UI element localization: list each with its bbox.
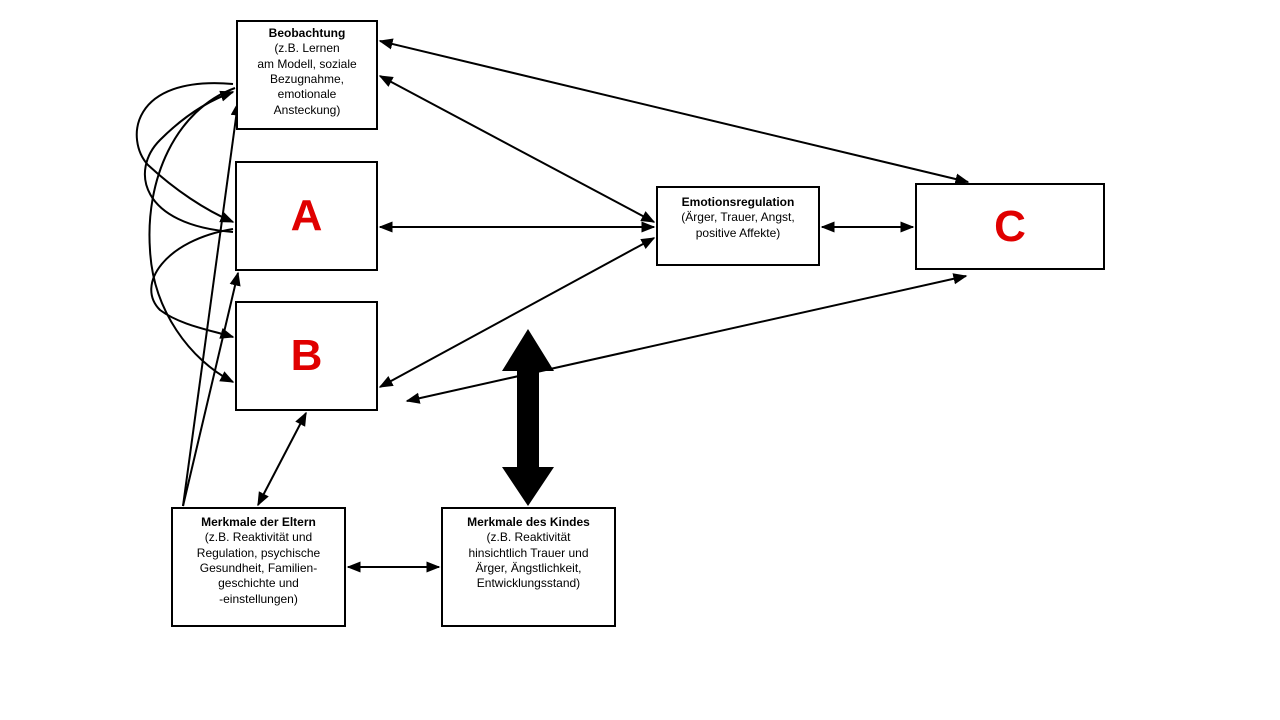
node-beobachtung: Beobachtung (z.B. Lernen am Modell, sozi… [236, 20, 378, 130]
node-emotionsregulation: Emotionsregulation (Ärger, Trauer, Angst… [656, 186, 820, 266]
node-c: C [915, 183, 1105, 270]
node-merkmale-eltern: Merkmale der Eltern (z.B. Reaktivität un… [171, 507, 346, 627]
node-merkmale-eltern-title: Merkmale der Eltern [201, 515, 316, 529]
node-emotionsregulation-desc: (Ärger, Trauer, Angst, positive Affekte) [681, 210, 795, 240]
arrow-eltern-b [257, 411, 307, 507]
node-merkmale-kind-title: Merkmale des Kindes [467, 515, 590, 529]
node-beobachtung-desc: (z.B. Lernen am Modell, soziale Bezugnah… [257, 41, 357, 117]
big-double-arrow [502, 329, 554, 506]
node-merkmale-eltern-desc: (z.B. Reaktivität und Regulation, psychi… [196, 530, 321, 606]
node-a: A [235, 161, 378, 271]
arrow-c-free [405, 273, 968, 404]
arrow-beobachtung-emotion [378, 75, 656, 223]
node-b-letter: B [290, 330, 323, 380]
node-b: B [235, 301, 378, 411]
arrow-eltern-a [182, 271, 241, 507]
arc-a-beobachtung-inner [144, 90, 235, 233]
arrow-beobachtung-c [378, 38, 970, 185]
node-emotionsregulation-title: Emotionsregulation [681, 195, 795, 209]
arrow-eltern-beobachtung [182, 101, 242, 507]
node-beobachtung-title: Beobachtung [268, 26, 346, 40]
arc-beobachtung-b [148, 87, 236, 383]
node-c-letter: C [994, 201, 1026, 251]
node-merkmale-kind: Merkmale des Kindes (z.B. Reaktivität hi… [441, 507, 616, 627]
node-merkmale-kind-desc: (z.B. Reaktivität hinsichtlich Trauer un… [468, 530, 589, 591]
arc-beobachtung-a-outer [135, 82, 235, 223]
arc-a-b [150, 228, 235, 339]
node-a-letter: A [290, 190, 323, 240]
